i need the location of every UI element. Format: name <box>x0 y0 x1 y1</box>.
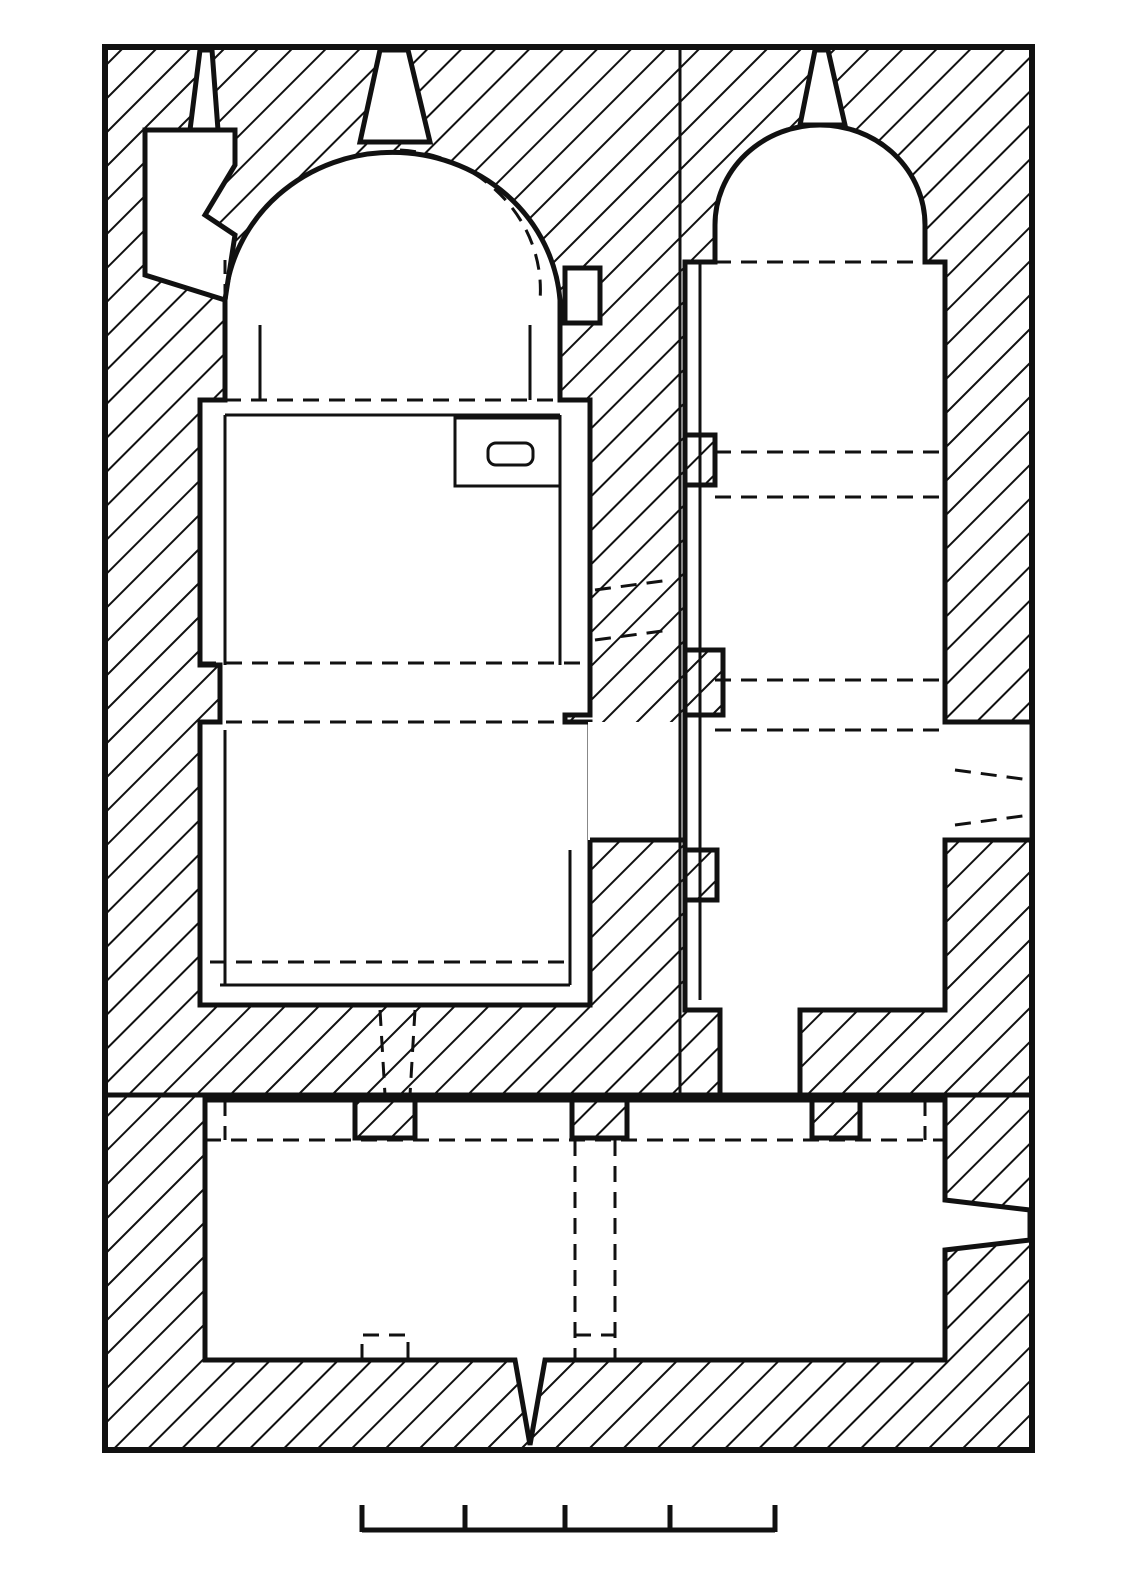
wall-niche <box>142 127 238 304</box>
right-chapel <box>682 122 1035 1098</box>
left-chapel <box>197 149 593 1008</box>
wall-niche <box>562 265 603 326</box>
pier <box>809 1097 863 1141</box>
altar-stone <box>486 441 535 467</box>
scale-bar <box>359 1505 778 1533</box>
connecting-passage <box>588 722 688 840</box>
pier <box>569 1097 630 1141</box>
altar <box>453 416 562 488</box>
lower-hall <box>202 1097 1033 1446</box>
pier <box>352 1097 418 1141</box>
window-slit <box>796 47 849 128</box>
window-slit <box>356 47 434 145</box>
pier <box>682 647 726 718</box>
